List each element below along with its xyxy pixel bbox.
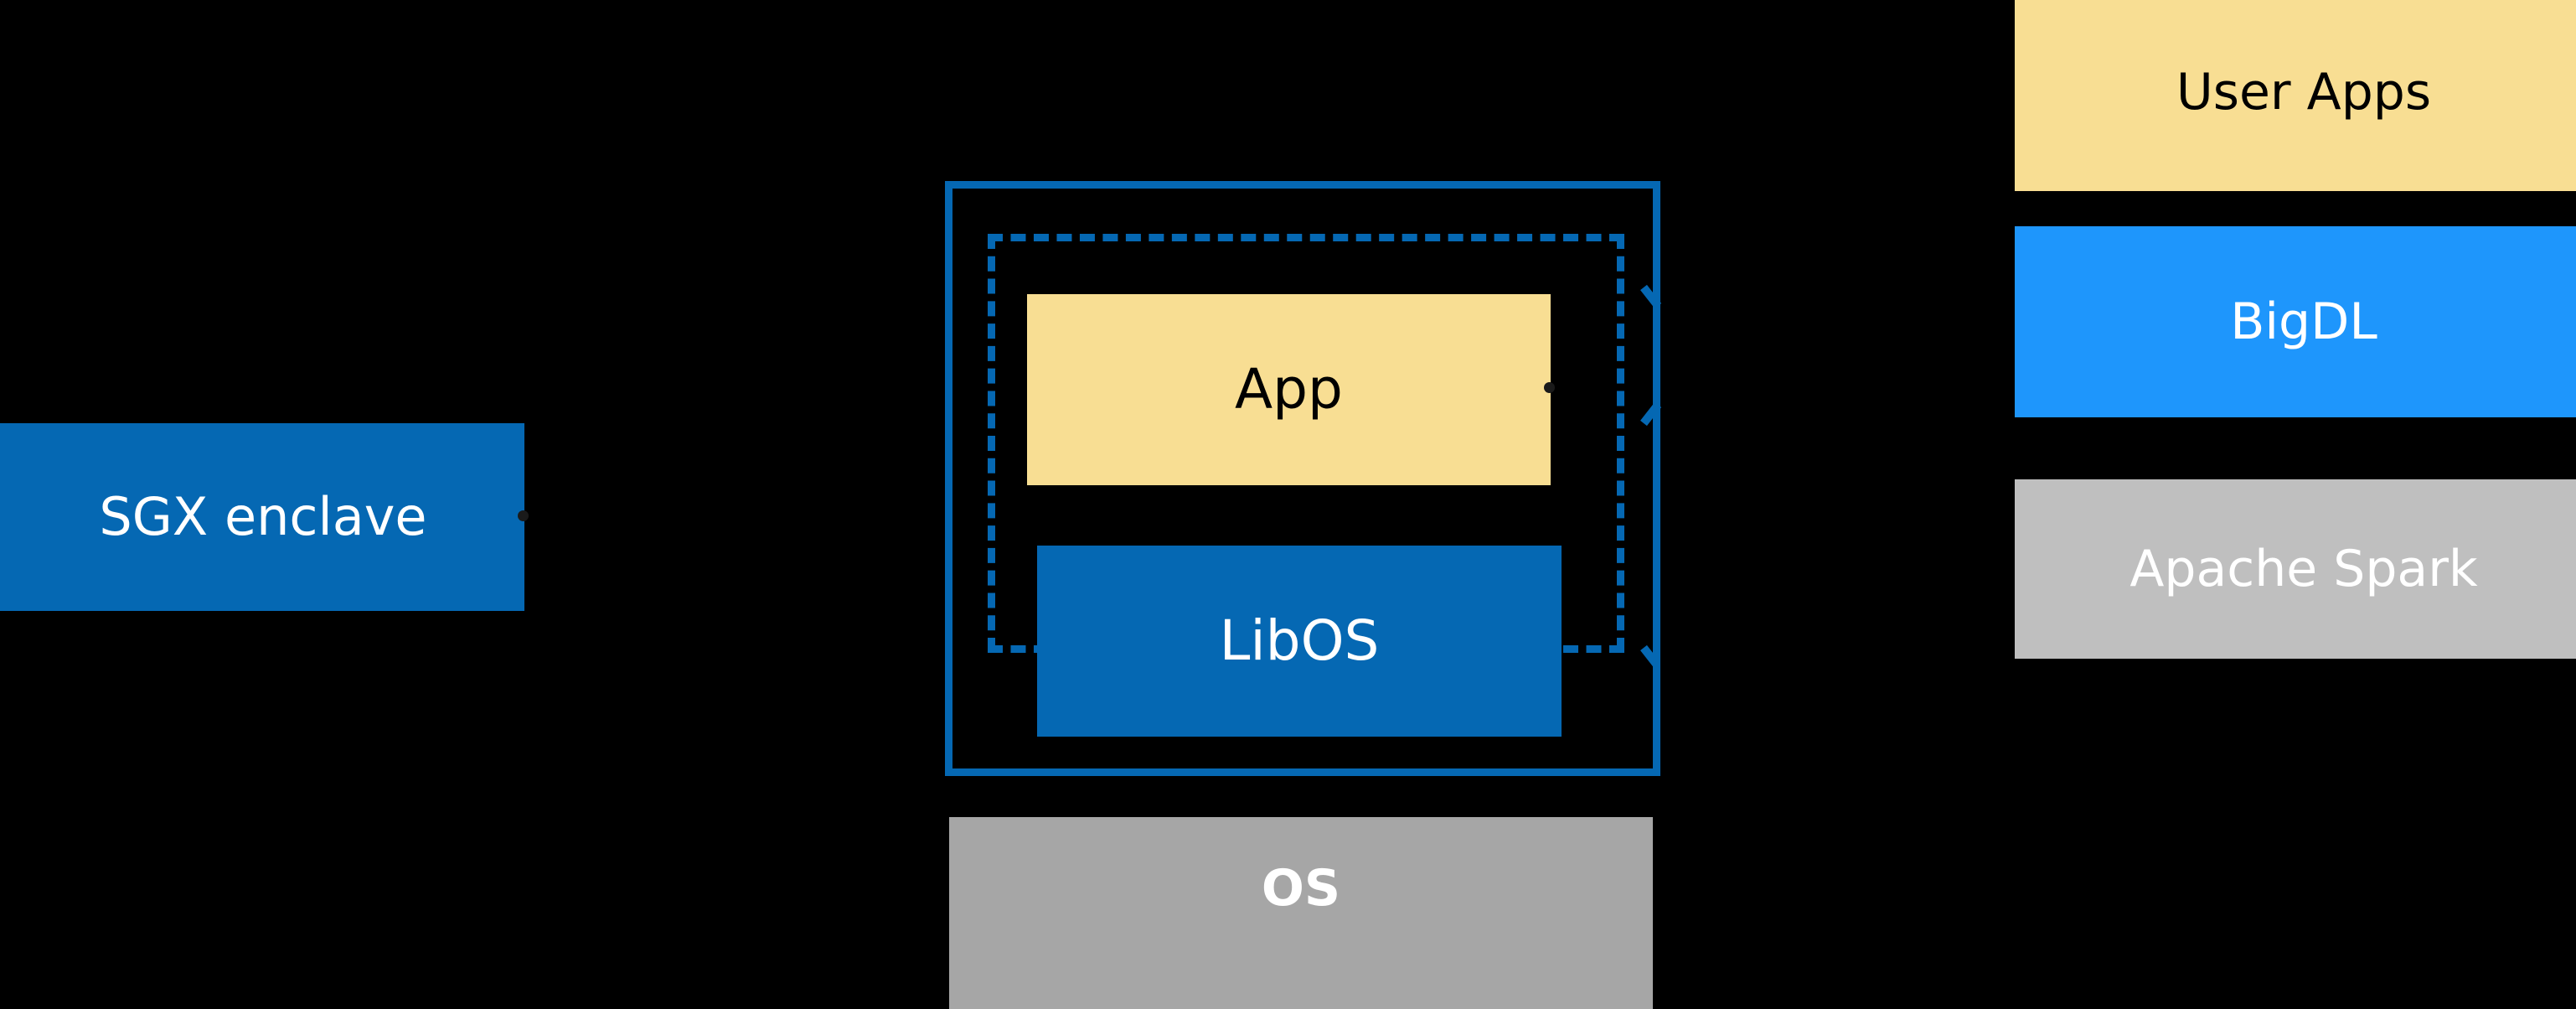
user-apps-box[interactable]: User Apps <box>2015 0 2576 191</box>
app-label: App <box>1235 356 1343 422</box>
enclave-outer-boundary <box>945 181 1660 776</box>
apache-spark-box[interactable]: Apache Spark <box>2015 479 2576 659</box>
apache-spark-label: Apache Spark <box>2129 540 2478 598</box>
sgx-enclave-label: SGX enclave <box>99 485 427 547</box>
app-box[interactable]: App <box>1027 294 1551 485</box>
libos-label: LibOS <box>1219 608 1380 673</box>
os-box[interactable]: OS <box>949 817 1653 1009</box>
os-label: OS <box>1261 859 1341 918</box>
bigdl-box[interactable]: BigDL <box>2015 226 2576 417</box>
app-connector-dot <box>1544 382 1555 393</box>
sgx-connector-dot <box>518 510 529 521</box>
user-apps-label: User Apps <box>2176 63 2432 122</box>
libos-box[interactable]: LibOS <box>1037 546 1562 737</box>
sgx-enclave-box[interactable]: SGX enclave <box>0 423 524 611</box>
bigdl-label: BigDL <box>2230 292 2377 351</box>
